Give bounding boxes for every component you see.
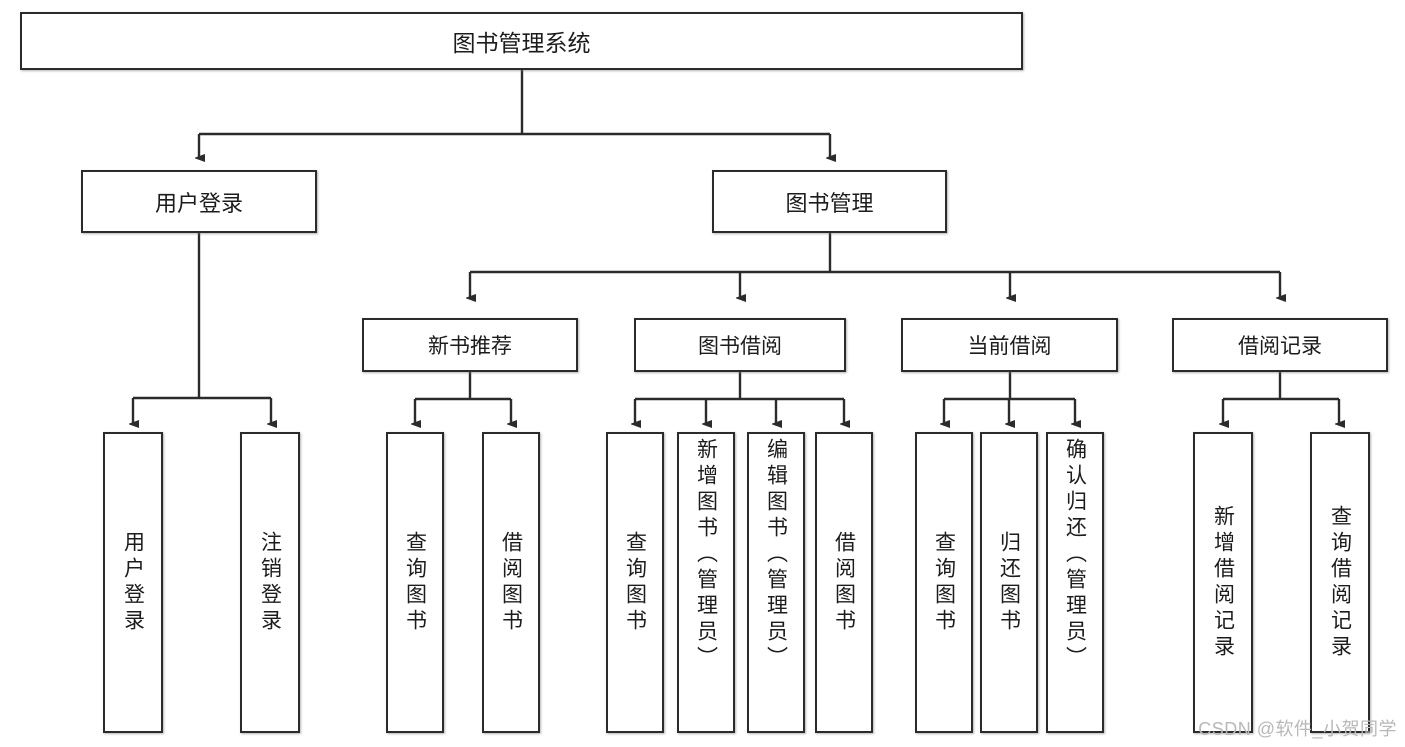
leaf-borrow-book-2[interactable]: 借阅图书 — [815, 432, 873, 733]
leaf-query-book-1-inner: 查询图书 — [388, 434, 442, 731]
leaf-user-login[interactable]: 用户登录 — [103, 432, 163, 733]
leaf-borrow-book-1[interactable]: 借阅图书 — [482, 432, 540, 733]
leaf-borrow-book-1-inner: 借阅图书 — [484, 434, 538, 731]
leaf-add-record-inner: 新增借阅记录 — [1195, 434, 1251, 731]
node-book-borrow[interactable]: 图书借阅 — [634, 318, 846, 372]
leaf-return-book-label: 归还图书 — [997, 530, 1021, 635]
node-new-book-recommend[interactable]: 新书推荐 — [362, 318, 578, 372]
node-current-borrow[interactable]: 当前借阅 — [901, 318, 1118, 372]
leaf-user-logout[interactable]: 注销登录 — [240, 432, 300, 733]
leaf-add-book-inner: 新增图书（管理员） — [679, 434, 733, 735]
node-current-borrow-label: 当前借阅 — [967, 335, 1052, 358]
leaf-confirm-return[interactable]: 确认归还（管理员） — [1046, 432, 1104, 733]
leaf-add-book[interactable]: 新增图书（管理员） — [677, 432, 735, 733]
node-user-login[interactable]: 用户登录 — [81, 170, 317, 233]
leaf-confirm-return-inner: 确认归还（管理员） — [1048, 434, 1102, 735]
leaf-add-record-label: 新增借阅记录 — [1211, 504, 1235, 661]
watermark: CSDN @软件_小贺同学 — [1198, 719, 1397, 739]
leaf-borrow-book-2-label: 借阅图书 — [832, 530, 856, 635]
node-root[interactable]: 图书管理系统 — [20, 12, 1023, 70]
leaf-return-book[interactable]: 归还图书 — [980, 432, 1038, 733]
leaf-query-book-3-inner: 查询图书 — [917, 434, 971, 731]
leaf-edit-book-label: 编辑图书（管理员） — [764, 438, 788, 672]
leaf-query-book-1[interactable]: 查询图书 — [386, 432, 444, 733]
leaf-user-login-inner: 用户登录 — [105, 434, 161, 731]
leaf-edit-book[interactable]: 编辑图书（管理员） — [747, 432, 805, 733]
node-new-book-recommend-label: 新书推荐 — [428, 335, 512, 358]
leaf-edit-book-inner: 编辑图书（管理员） — [749, 434, 803, 735]
leaf-query-book-1-label: 查询图书 — [403, 530, 427, 635]
leaf-query-book-3[interactable]: 查询图书 — [915, 432, 973, 733]
leaf-query-record-label: 查询借阅记录 — [1328, 504, 1352, 661]
leaf-query-record-inner: 查询借阅记录 — [1312, 434, 1368, 731]
leaf-query-book-3-label: 查询图书 — [932, 530, 956, 635]
leaf-confirm-return-label: 确认归还（管理员） — [1063, 438, 1087, 672]
leaf-user-logout-inner: 注销登录 — [242, 434, 298, 731]
node-user-login-label: 用户登录 — [154, 190, 243, 216]
leaf-query-book-2-inner: 查询图书 — [608, 434, 662, 731]
node-book-manage-label: 图书管理 — [785, 190, 874, 216]
leaf-user-logout-label: 注销登录 — [258, 530, 282, 635]
leaf-borrow-book-2-inner: 借阅图书 — [817, 434, 871, 731]
leaf-return-book-inner: 归还图书 — [982, 434, 1036, 731]
node-book-manage[interactable]: 图书管理 — [712, 170, 947, 233]
leaf-add-record[interactable]: 新增借阅记录 — [1193, 432, 1253, 733]
node-borrow-record[interactable]: 借阅记录 — [1172, 318, 1388, 372]
leaf-query-book-2-label: 查询图书 — [623, 530, 647, 635]
leaf-query-book-2[interactable]: 查询图书 — [606, 432, 664, 733]
leaf-query-record[interactable]: 查询借阅记录 — [1310, 432, 1370, 733]
node-book-borrow-label: 图书借阅 — [698, 335, 782, 358]
leaf-user-login-label: 用户登录 — [121, 530, 145, 635]
leaf-add-book-label: 新增图书（管理员） — [694, 438, 718, 672]
node-borrow-record-label: 借阅记录 — [1238, 335, 1322, 358]
node-root-label: 图书管理系统 — [452, 30, 591, 56]
leaf-borrow-book-1-label: 借阅图书 — [499, 530, 523, 635]
